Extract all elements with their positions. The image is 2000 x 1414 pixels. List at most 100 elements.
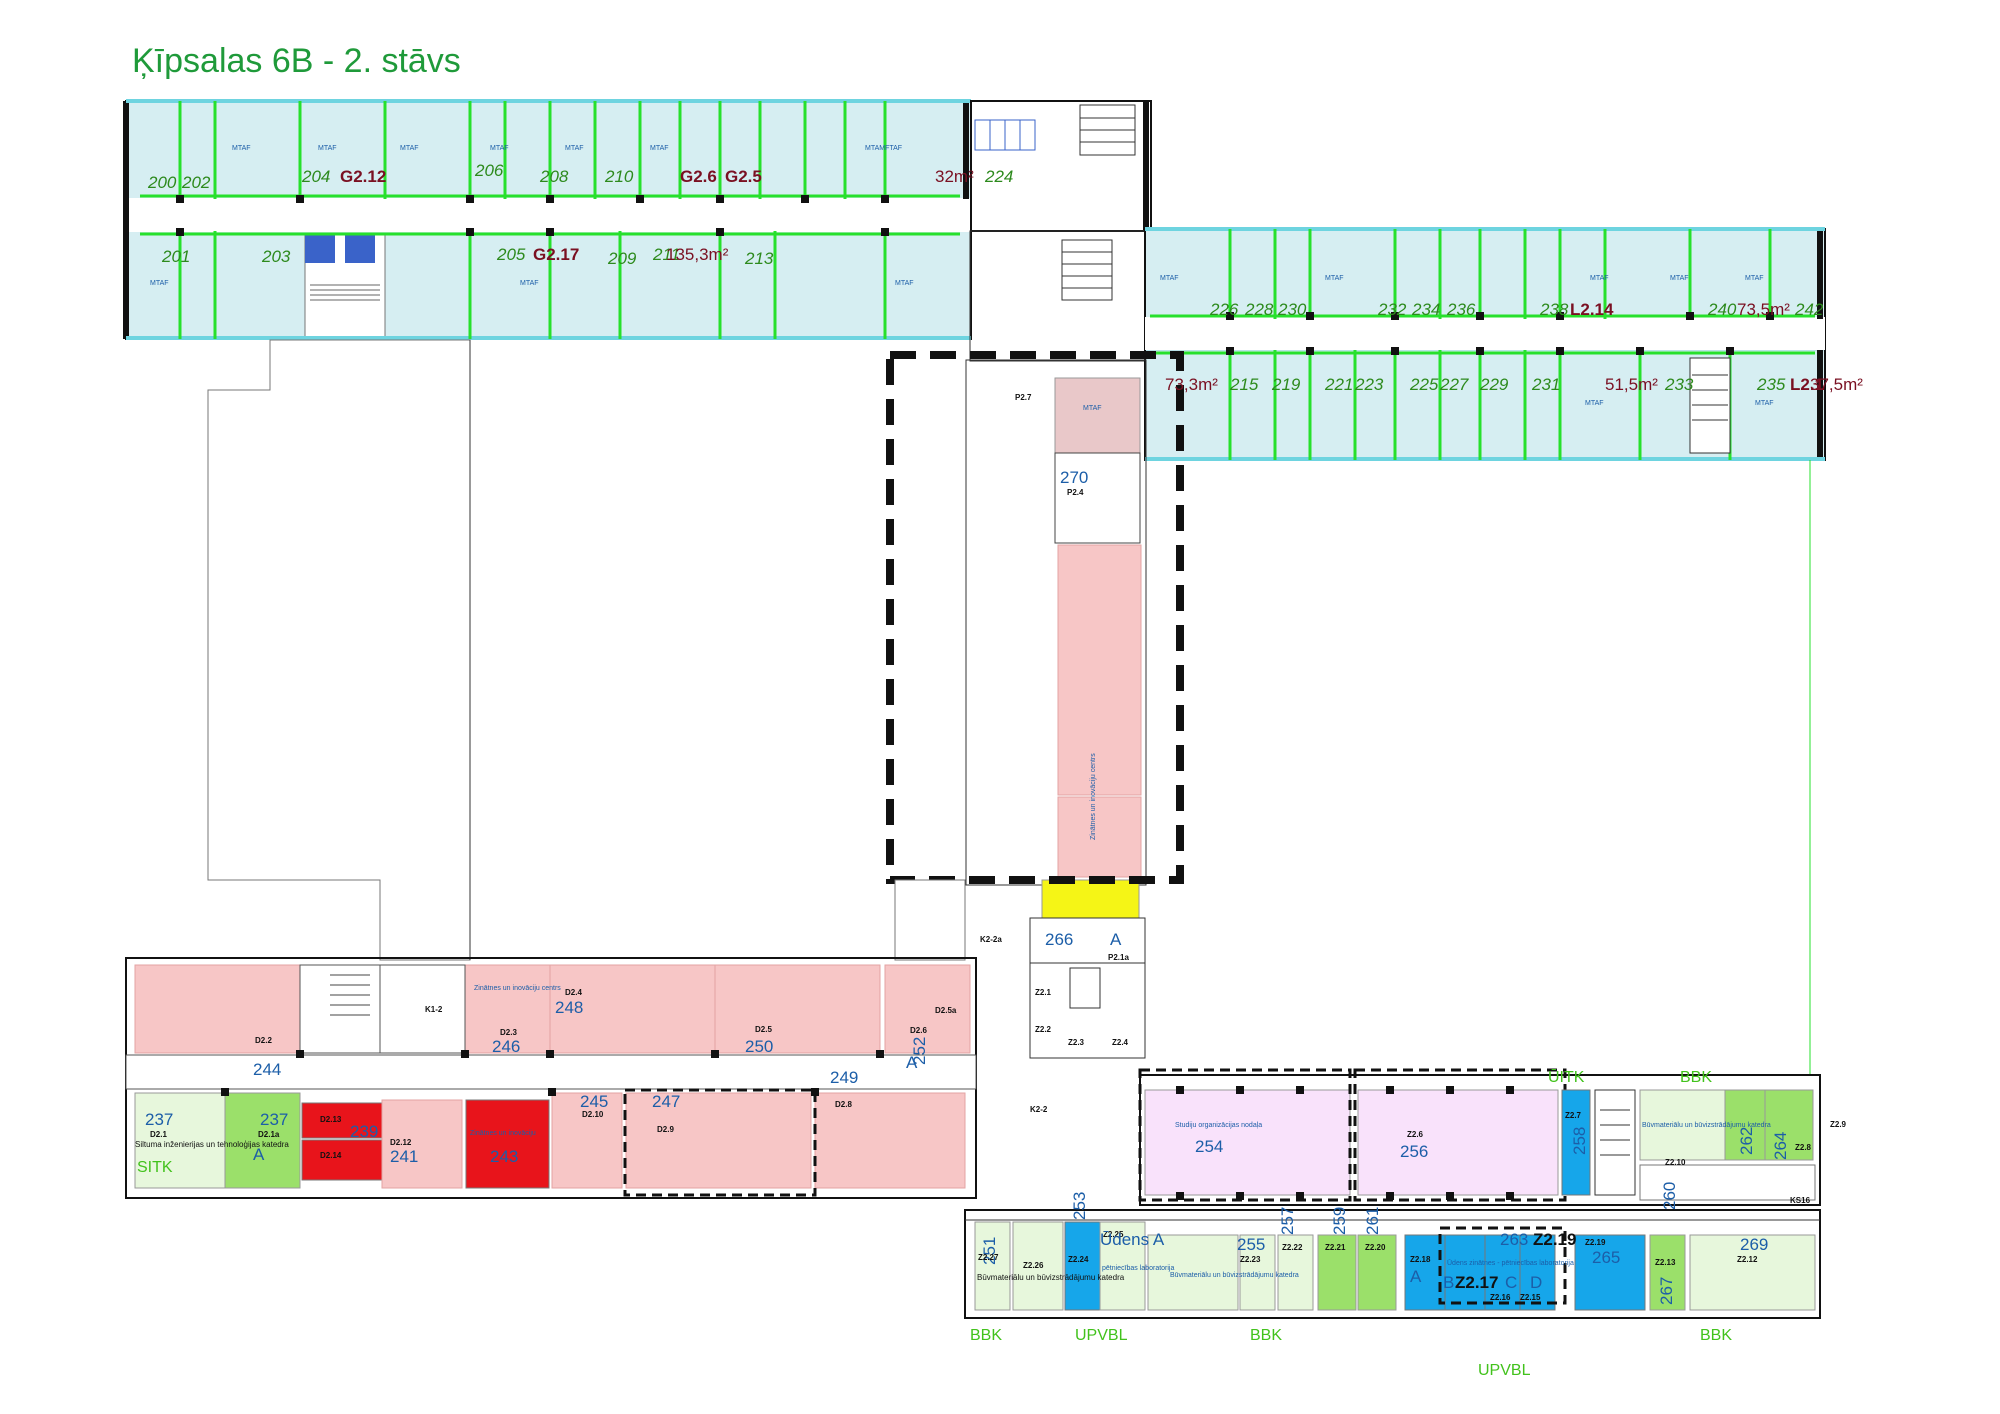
- label-d21: D2.1: [150, 1130, 167, 1139]
- room-264: 264: [1771, 1132, 1790, 1160]
- label-z24: Z2.4: [1112, 1038, 1129, 1047]
- room-254: 254: [1195, 1137, 1223, 1156]
- label-z224: Z2.24: [1068, 1255, 1089, 1264]
- lower-left-labels: D2.2 244 Zinātnes un inovāciju centrs D2…: [135, 985, 957, 1176]
- room-257: 257: [1278, 1207, 1297, 1235]
- room-204: 204: [301, 167, 330, 186]
- room-230: 230: [1277, 300, 1307, 319]
- label-z27: Z2.7: [1565, 1111, 1582, 1120]
- label-d28: D2.8: [835, 1100, 852, 1109]
- upper-central-core: [969, 100, 1152, 362]
- label-z21: Z2.1: [1035, 988, 1052, 997]
- zone-upvbl-bottom: UPVBL: [1478, 1362, 1531, 1379]
- label-z213: Z2.13: [1655, 1258, 1676, 1267]
- room-237a: 237: [145, 1110, 173, 1129]
- room-237b: 237: [260, 1110, 288, 1129]
- room-215: 215: [1229, 375, 1259, 394]
- label-d26: D2.6: [910, 1026, 927, 1035]
- room-225: 225: [1409, 375, 1439, 394]
- mtaf-5: MTAF: [565, 145, 584, 152]
- label-d21a: D2.1a: [258, 1130, 280, 1139]
- label-z225: Z2.25: [1103, 1230, 1124, 1239]
- label-b: B: [1443, 1273, 1454, 1292]
- label-zinatnes-2: Zinātnes un inovāciju: [470, 1130, 536, 1137]
- label-z26: Z2.6: [1407, 1130, 1424, 1139]
- area-733: 73,3m²: [1165, 375, 1218, 394]
- code-g26: G2.6: [680, 167, 717, 186]
- room-258: 258: [1570, 1127, 1589, 1155]
- label-z227: Z2.27: [978, 1253, 999, 1262]
- room-219: 219: [1271, 375, 1301, 394]
- code-z217: Z2.17: [1455, 1273, 1498, 1292]
- label-a-266: A: [1110, 930, 1122, 949]
- room-238: 238: [1539, 300, 1569, 319]
- label-z218: Z2.18: [1410, 1255, 1431, 1264]
- room-209: 209: [607, 249, 637, 268]
- room-221: 221: [1324, 375, 1353, 394]
- zone-uitk: ŪITK: [1548, 1068, 1585, 1086]
- label-z23: Z2.3: [1068, 1038, 1085, 1047]
- label-z212: Z2.12: [1737, 1255, 1758, 1264]
- label-k22a: K2-2a: [980, 935, 1002, 944]
- mtaf-2: MTAF: [318, 145, 337, 152]
- label-p24: P2.4: [1067, 488, 1084, 497]
- label-d212: D2.12: [390, 1138, 412, 1147]
- room-227: 227: [1439, 375, 1469, 394]
- mtaf-11: MTAF: [1160, 275, 1179, 282]
- area-32: 32m²: [935, 167, 974, 186]
- mtaf-10: MTAF: [895, 280, 914, 287]
- room-213: 213: [744, 249, 774, 268]
- zone-sitk: SITK: [137, 1159, 173, 1176]
- label-ks16: KS16: [1790, 1196, 1811, 1205]
- lower-right-labels: ŪITK BBK Studiju organizācijas nodaļa 25…: [1175, 1068, 1847, 1210]
- room-201: 201: [161, 247, 190, 266]
- mtaf-15: MTAF: [1745, 275, 1764, 282]
- label-zinatnes-central: Zinātnes un inovāciju centrs: [1090, 753, 1097, 840]
- label-d24: D2.4: [565, 988, 582, 997]
- code-z219: Z2.19: [1533, 1230, 1576, 1249]
- room-226: 226: [1209, 300, 1239, 319]
- label-d210: D2.10: [582, 1110, 604, 1119]
- room-200: 200: [147, 173, 177, 192]
- label-z226: Z2.26: [1023, 1261, 1044, 1270]
- zone-bbk-top: BBK: [1680, 1069, 1712, 1086]
- mtaf-labels: MTAF MTAF MTAF MTAF MTAF MTAF MTAMFTAF M…: [150, 145, 1774, 407]
- room-247: 247: [652, 1092, 680, 1111]
- room-251: 251: [980, 1237, 999, 1265]
- room-224: 224: [984, 167, 1013, 186]
- label-z220: Z2.20: [1365, 1243, 1386, 1252]
- room-228: 228: [1244, 300, 1274, 319]
- mtaf-4: MTAF: [490, 145, 509, 152]
- label-d23: D2.3: [500, 1028, 517, 1037]
- label-a-252: A: [906, 1053, 918, 1072]
- label-p27: P2.7: [1015, 393, 1032, 402]
- room-235: 235: [1756, 375, 1786, 394]
- room-270: 270: [1060, 468, 1088, 487]
- label-k12: K1-2: [425, 1005, 443, 1014]
- room-223: 223: [1354, 375, 1384, 394]
- room-211: 211: [652, 245, 680, 264]
- label-c: C: [1505, 1273, 1517, 1292]
- room-245: 245: [580, 1092, 608, 1111]
- room-248: 248: [555, 998, 583, 1017]
- room-234: 234: [1411, 300, 1440, 319]
- room-202: 202: [181, 173, 211, 192]
- room-267: 267: [1657, 1277, 1676, 1305]
- room-239: 239: [350, 1122, 378, 1141]
- mtaf-13: MTAF: [1590, 275, 1609, 282]
- room-266: 266: [1045, 930, 1073, 949]
- room-206: 206: [474, 161, 504, 180]
- mtaf-14: MTAF: [1670, 275, 1689, 282]
- room-249: 249: [830, 1068, 858, 1087]
- room-269: 269: [1740, 1235, 1768, 1254]
- upper-left-wing: [123, 99, 972, 340]
- room-244: 244: [253, 1060, 281, 1079]
- room-243: 243: [490, 1147, 518, 1166]
- zone-bbk-right: BBK: [1700, 1327, 1732, 1344]
- room-246: 246: [492, 1037, 520, 1056]
- label-zinatnes-1: Zinātnes un inovāciju centrs: [474, 985, 561, 992]
- area-135: 135,3m²: [666, 245, 729, 264]
- code-l21: L2.1: [1790, 375, 1824, 394]
- zone-bbk-mid: BBK: [1250, 1327, 1282, 1344]
- area-375: 37,5m²: [1810, 375, 1863, 394]
